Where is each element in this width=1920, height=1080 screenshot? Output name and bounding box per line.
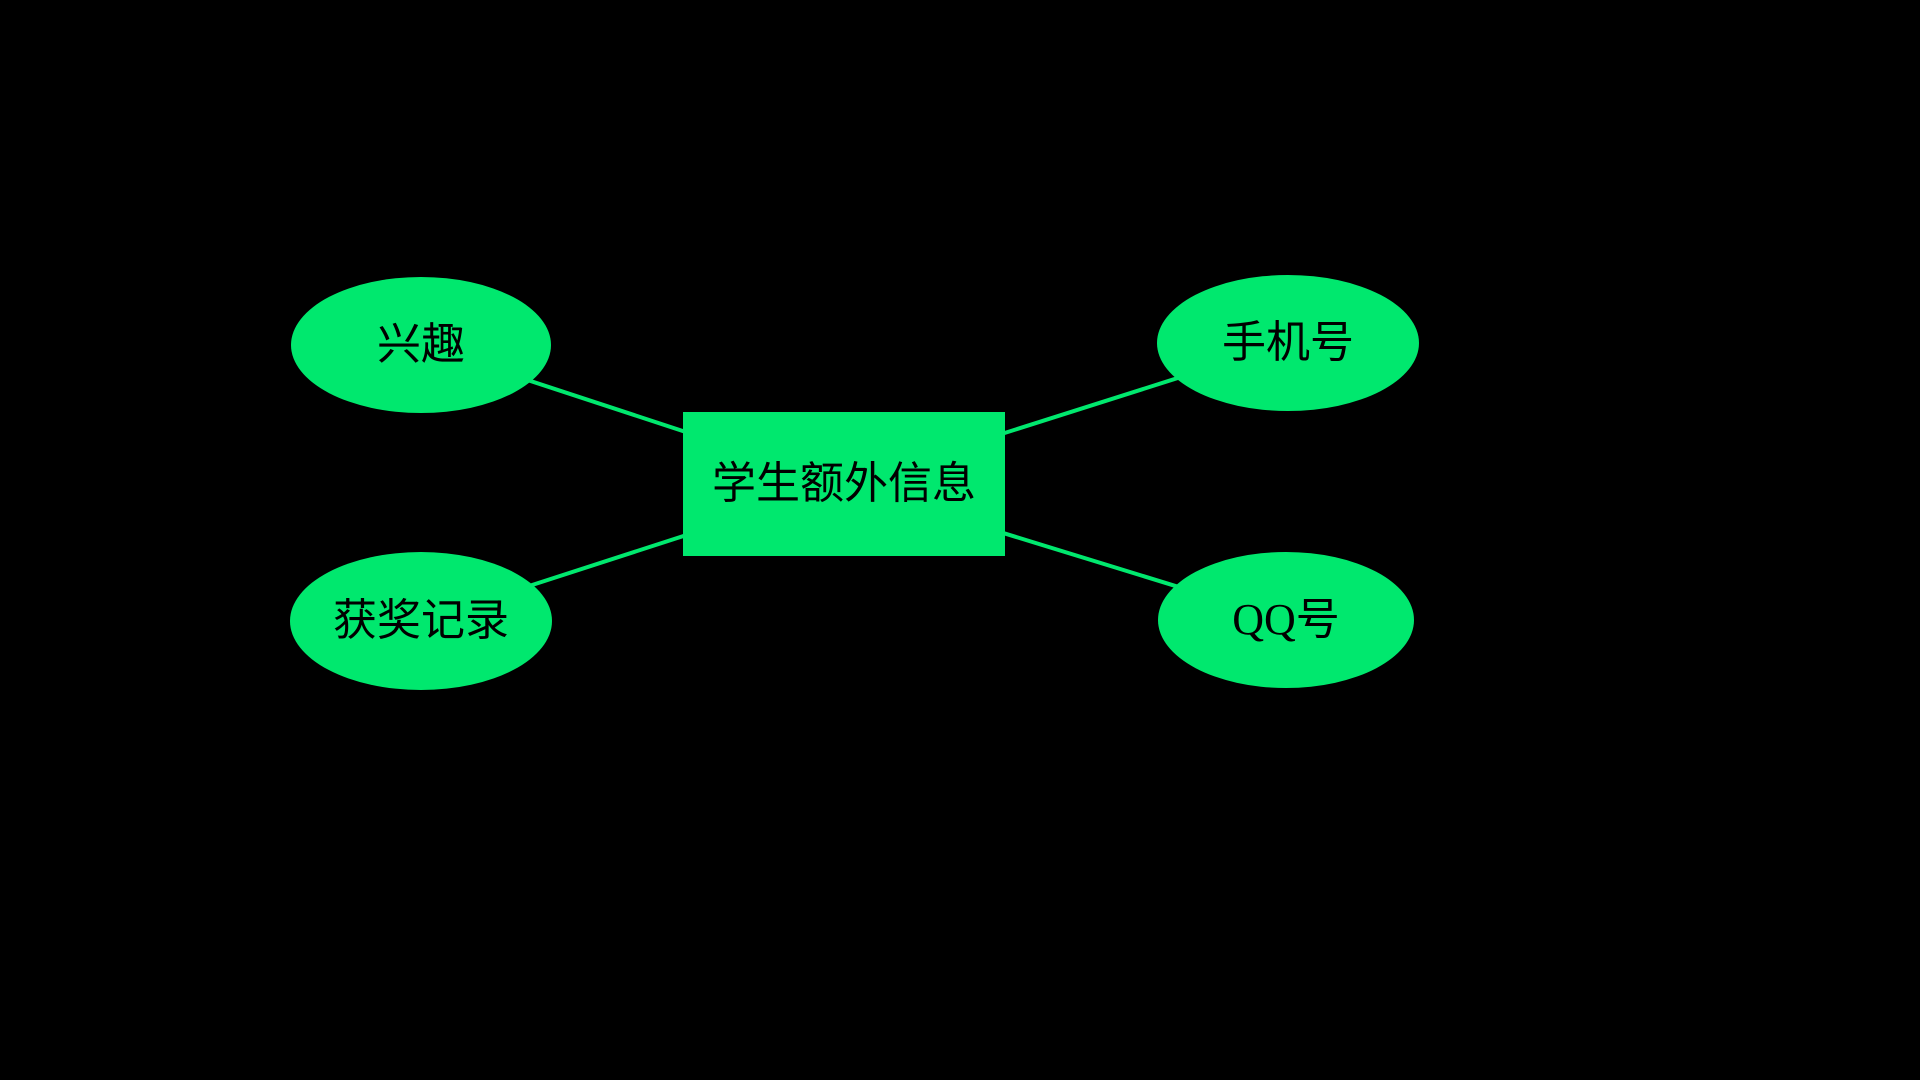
entity-node-student-extra-info: 学生额外信息 (683, 412, 1005, 556)
entity-label: 学生额外信息 (712, 459, 976, 508)
attribute-label-phone-number: 手机号 (1222, 318, 1354, 367)
attribute-node-qq-number: QQ号 (1158, 552, 1414, 688)
attribute-node-phone-number: 手机号 (1157, 275, 1419, 411)
attribute-node-award-records: 获奖记录 (290, 552, 552, 690)
attribute-node-interest: 兴趣 (291, 277, 551, 413)
attribute-label-qq-number: QQ号 (1232, 595, 1340, 644)
attribute-label-interest: 兴趣 (377, 320, 465, 369)
attribute-label-award-records: 获奖记录 (333, 596, 509, 645)
